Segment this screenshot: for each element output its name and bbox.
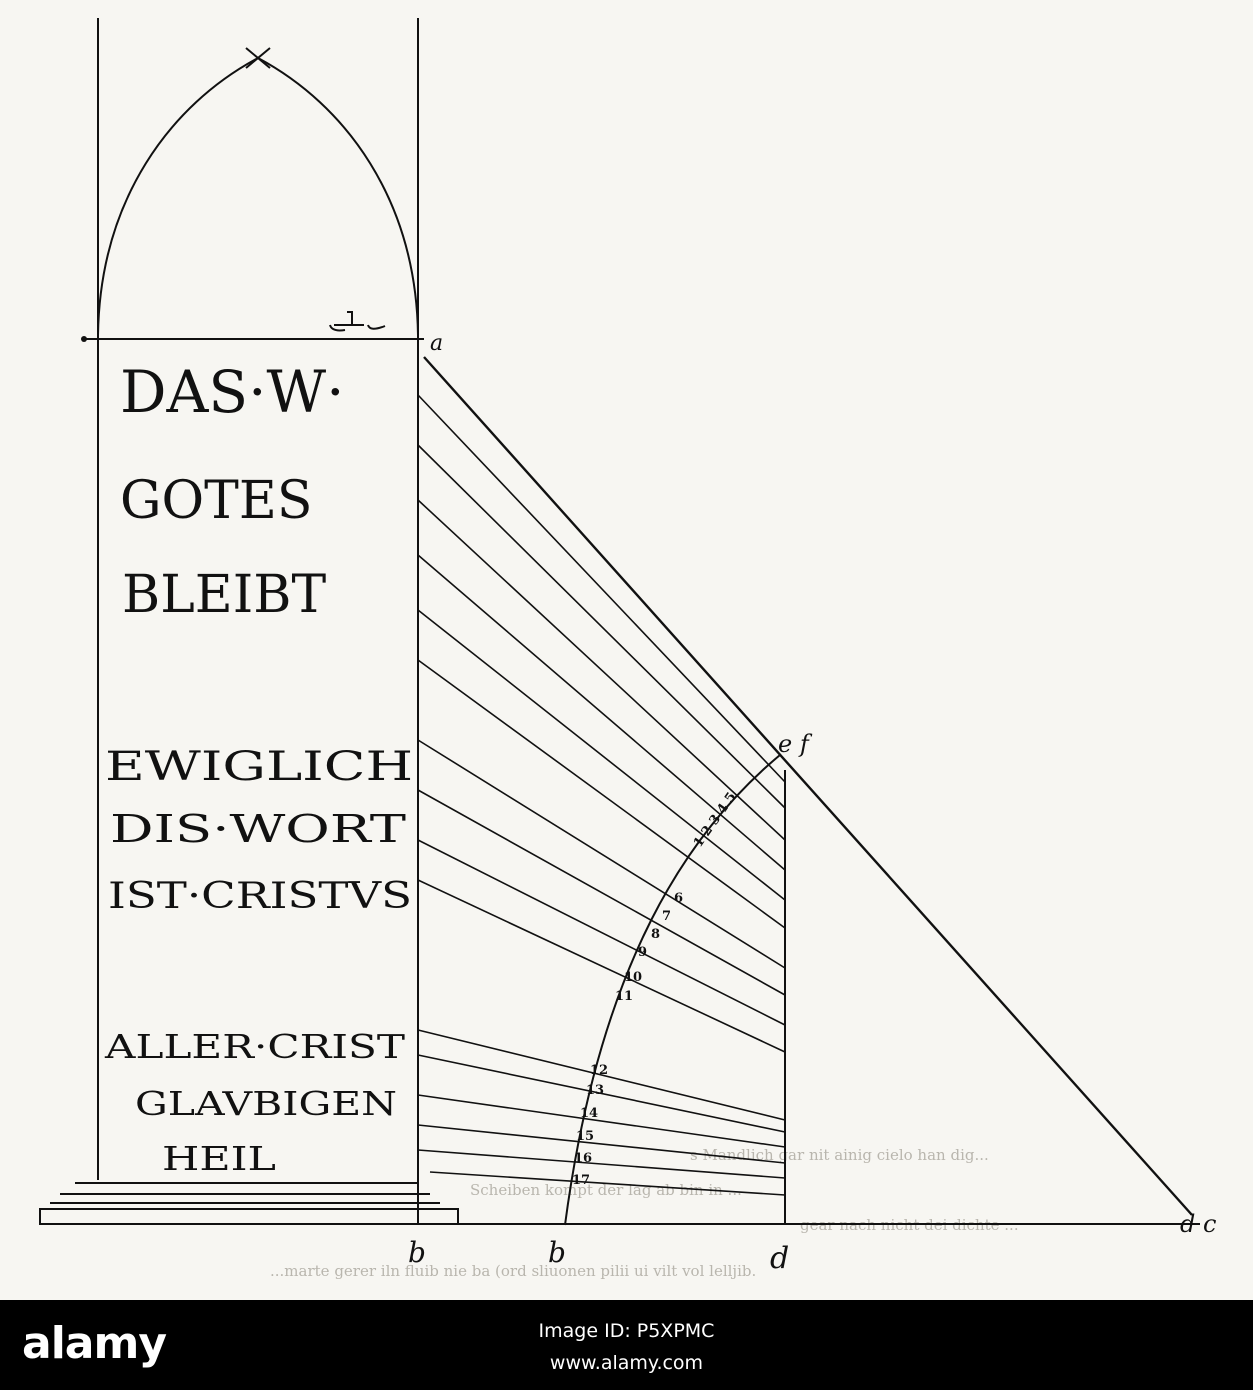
arch-right	[257, 57, 419, 336]
show-through-text: s Mandlich gar nit ainig cielo han dig..…	[270, 1146, 1019, 1280]
inscription-line-9: HEIL	[162, 1139, 276, 1178]
arch-cross-2	[245, 47, 271, 69]
woodcut-diagram: s Mandlich gar nit ainig cielo han dig..…	[39, 18, 1217, 1280]
projection-line-14	[417, 1124, 786, 1164]
arc-number-13: 13	[586, 1083, 604, 1098]
projection-line-16	[429, 1171, 786, 1196]
point-labels: a e f b b d d c	[408, 331, 1216, 1276]
inscription-line-1: DAS·W·	[120, 358, 345, 426]
projection-line-11	[417, 1029, 786, 1121]
arc-number-1-5: 1 2 3 4 5	[691, 790, 740, 850]
ghost-line-2: Scheiben kompt der lag ab bin in ...	[470, 1181, 742, 1199]
projection-line-2	[417, 444, 786, 809]
inscription-line-8: GLAVBIGEN	[135, 1084, 397, 1123]
hinge-mark	[329, 311, 386, 332]
projection-line-9	[417, 839, 786, 1026]
inscription-line-7: ALLER·CRIST	[104, 1027, 405, 1066]
inscription: DAS·W· GOTES BLEIBT EWIGLICH DIS·WORT IS…	[104, 358, 413, 1178]
arc-number-8: 8	[651, 927, 660, 942]
alamy-logo: alamy	[22, 1318, 167, 1369]
projection-line-3	[417, 499, 786, 841]
base-plinth	[39, 1208, 459, 1225]
projection-line-5	[417, 609, 786, 901]
label-d: d	[770, 1241, 789, 1276]
projection-line-10	[417, 879, 786, 1053]
arc-number-7: 7	[662, 909, 671, 924]
label-b-mid: b	[548, 1236, 566, 1269]
inscription-line-6: IST·CRISTVS	[108, 876, 412, 917]
main-diagonal	[423, 356, 1193, 1216]
projection-lines	[417, 394, 786, 1196]
projection-line-12	[417, 1054, 786, 1133]
label-b-left: b	[408, 1236, 426, 1269]
inscription-line-4: EWIGLICH	[105, 744, 413, 790]
arc-number-16: 16	[574, 1151, 592, 1166]
arc-number-6: 6	[674, 891, 683, 906]
ghost-line-4: ...marte gerer iln fluib nie ba (ord sli…	[270, 1262, 756, 1280]
arc-number-17: 17	[572, 1173, 590, 1188]
projection-line-1	[417, 394, 786, 783]
arc-number-14: 14	[580, 1106, 598, 1121]
projection-line-4	[417, 554, 786, 871]
projection-line-13	[417, 1094, 786, 1148]
projection-line-7	[417, 739, 786, 969]
label-ef: e f	[778, 730, 813, 758]
arch-left	[97, 57, 259, 336]
dot-marker	[81, 336, 87, 342]
arc-number-9: 9	[638, 945, 647, 960]
inscription-line-3: BLEIBT	[122, 565, 326, 625]
ghost-line-1: s Mandlich gar nit ainig cielo han dig..…	[690, 1146, 989, 1164]
perspective-lettering-diagram: s Mandlich gar nit ainig cielo han dig..…	[39, 18, 1216, 1280]
image-id: Image ID: P5XPMC	[538, 1320, 715, 1342]
watermark-footer: alamy Image ID: P5XPMC www.alamy.com	[0, 1300, 1253, 1390]
inscription-line-5: DIS·WORT	[110, 807, 406, 851]
label-a: a	[430, 331, 443, 356]
projection-line-6	[417, 659, 786, 929]
arc-number-12: 12	[590, 1063, 608, 1078]
arc-curve	[564, 754, 781, 1226]
site-url: www.alamy.com	[549, 1352, 704, 1374]
arc-number-11: 11	[615, 989, 633, 1004]
label-dc: d c	[1180, 1210, 1216, 1238]
arc-number-15: 15	[576, 1129, 594, 1144]
projection-line-8	[417, 789, 786, 996]
projection-line-15	[417, 1149, 786, 1179]
arc-number-10: 10	[624, 970, 642, 985]
inscription-line-2: GOTES	[120, 471, 312, 531]
